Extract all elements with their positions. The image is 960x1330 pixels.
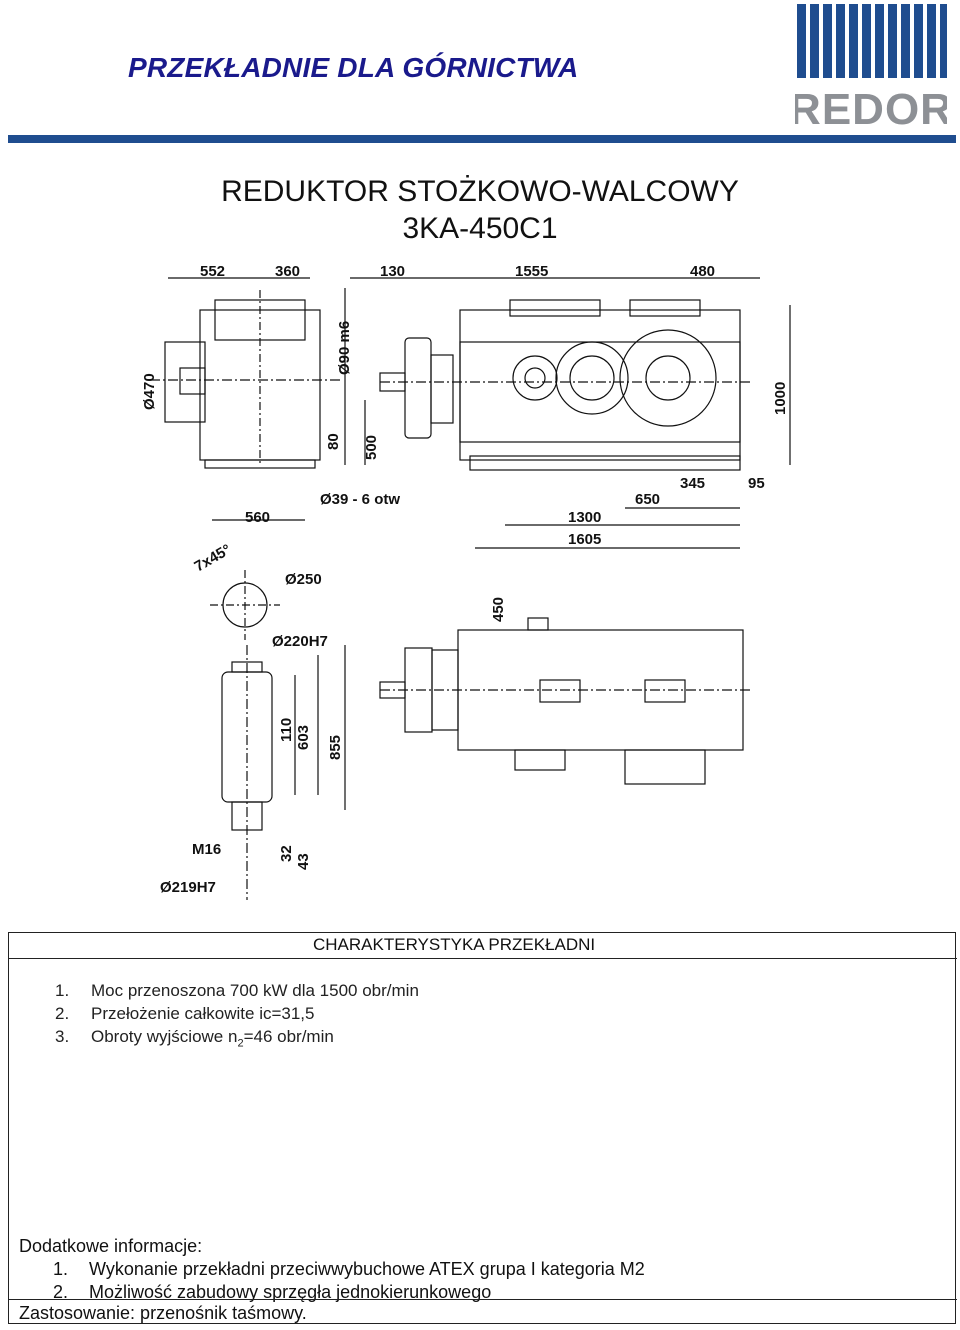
list-item: 2. Przełożenie całkowite ic=31,5 (55, 1002, 419, 1025)
svg-text:Ø219H7: Ø219H7 (160, 879, 216, 896)
svg-text:1605: 1605 (568, 531, 601, 548)
svg-text:Ø39 - 6 otw: Ø39 - 6 otw (320, 491, 400, 508)
application-text: Zastosowanie: przenośnik taśmowy. (19, 1303, 307, 1323)
additional-label: Dodatkowe informacje: (19, 1236, 203, 1256)
characteristics-list: 1. Moc przenoszona 700 kW dla 1500 obr/mi… (55, 979, 419, 1055)
list-text: Przełożenie całkowite ic=31,5 (91, 1004, 315, 1023)
spec-header-row: CHARAKTERYSTYKA PRZEKŁADNI (9, 933, 957, 959)
list-item: 1. Moc przenoszona 700 kW dla 1500 obr/mi… (55, 979, 419, 1002)
specification-table: CHARAKTERYSTYKA PRZEKŁADNI 1. Moc przenos… (8, 932, 957, 1324)
svg-text:855: 855 (327, 735, 344, 760)
svg-text:560: 560 (245, 509, 270, 526)
svg-text:480: 480 (690, 263, 715, 280)
svg-text:95: 95 (748, 475, 765, 492)
svg-text:32: 32 (278, 845, 295, 862)
svg-text:360: 360 (275, 263, 300, 280)
list-number: 2. (53, 1282, 69, 1302)
svg-text:110: 110 (278, 718, 295, 742)
svg-text:500: 500 (363, 435, 380, 460)
list-text: Obroty wyjściowe n (91, 1027, 238, 1046)
list-number: 2. (55, 1004, 70, 1023)
list-item: 1. Wykonanie przekładni przeciwwybuchowe … (19, 1258, 645, 1281)
technical-drawing: 552 360 130 1555 480 Ø470 Ø90 m6 80 500 … (141, 263, 791, 900)
svg-text:1000: 1000 (772, 382, 789, 415)
svg-text:43: 43 (295, 853, 312, 870)
svg-text:Ø470: Ø470 (141, 373, 158, 410)
header-title: PRZEKŁADNIE DLA GÓRNICTWA (128, 52, 579, 83)
list-number: 1. (53, 1259, 69, 1279)
additional-info: Dodatkowe informacje: 1. Wykonanie przekł… (19, 1235, 645, 1304)
svg-text:603: 603 (295, 725, 312, 750)
list-text: Wykonanie przekładni przeciwwybuchowe AT… (89, 1259, 645, 1279)
list-number: 3. (55, 1027, 70, 1046)
svg-text:552: 552 (200, 263, 225, 280)
spec-heading: CHARAKTERYSTYKA PRZEKŁADNI (313, 935, 596, 954)
svg-text:7x45°: 7x45° (192, 541, 235, 575)
list-item: 2. Możliwość zabudowy sprzęgła jednokieru… (19, 1281, 645, 1304)
header-divider (8, 135, 956, 143)
svg-text:650: 650 (635, 491, 660, 508)
list-item: 3. Obroty wyjściowe n2=46 obr/min (55, 1025, 419, 1055)
list-text: Moc przenoszona 700 kW dla 1500 obr/min (91, 981, 419, 1000)
list-text: =46 obr/min (243, 1027, 334, 1046)
svg-text:Ø250: Ø250 (285, 571, 322, 588)
svg-text:M16: M16 (192, 841, 221, 858)
svg-text:1555: 1555 (515, 263, 548, 280)
svg-text:80: 80 (325, 433, 342, 450)
svg-text:450: 450 (490, 597, 507, 622)
svg-text:345: 345 (680, 475, 705, 492)
svg-text:Ø220H7: Ø220H7 (272, 633, 328, 650)
logo-text: REDOR (795, 85, 947, 128)
document-model: 3KA-450C1 (402, 212, 558, 245)
divider (9, 1299, 957, 1300)
svg-text:1300: 1300 (568, 509, 601, 526)
redor-logo: REDOR (795, 4, 947, 128)
document-title: REDUKTOR STOŻKOWO-WALCOWY (221, 175, 739, 208)
list-text: Możliwość zabudowy sprzęgła jednokierunk… (89, 1282, 492, 1302)
list-number: 1. (55, 981, 70, 1000)
svg-text:Ø90 m6: Ø90 m6 (336, 321, 353, 375)
subscript: 2 (237, 1037, 244, 1050)
svg-text:130: 130 (380, 263, 405, 280)
